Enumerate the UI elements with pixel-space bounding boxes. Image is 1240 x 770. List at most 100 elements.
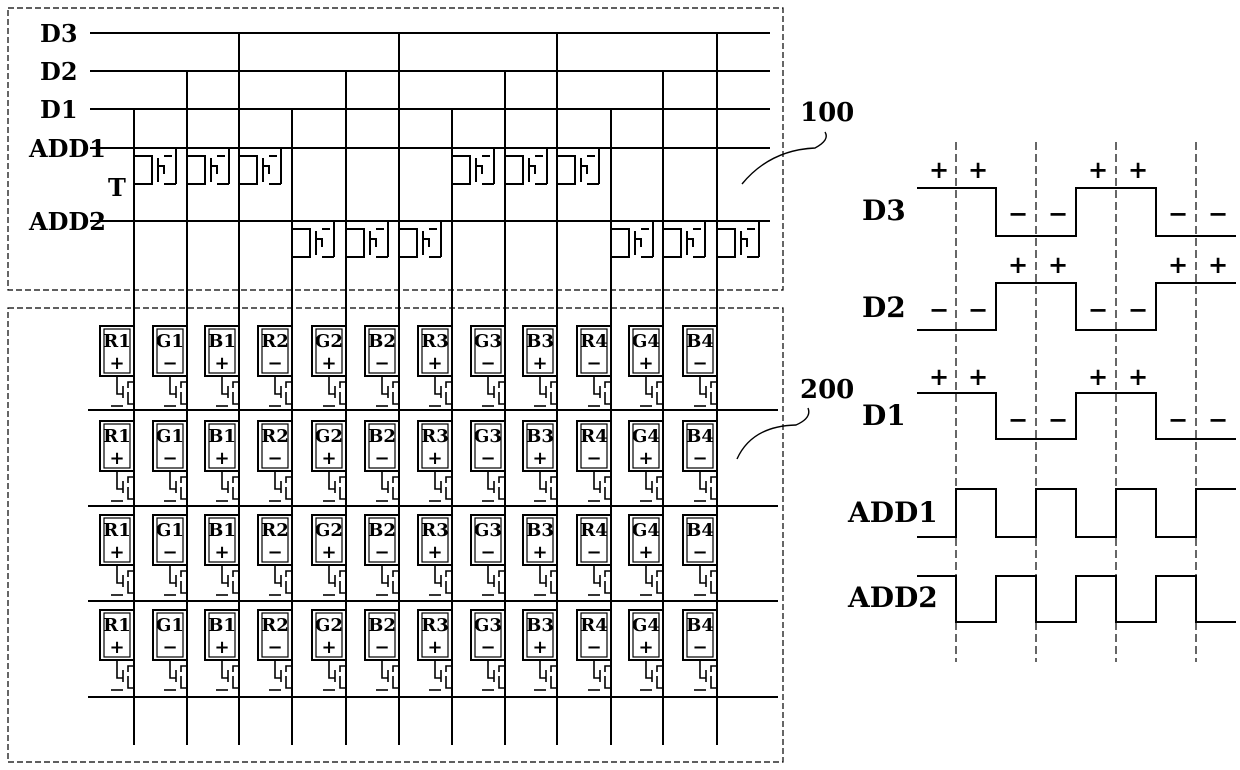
pixel-cell: G1− xyxy=(153,515,187,595)
pixel-tft xyxy=(222,565,239,593)
switch-transistor xyxy=(134,148,176,184)
pixel-name: B2 xyxy=(368,615,396,636)
polarity-mark: + xyxy=(1128,155,1148,184)
polarity-mark: − xyxy=(1048,199,1068,228)
pixel-polarity: + xyxy=(427,448,442,469)
pixel-tft xyxy=(170,471,187,499)
transistor-body xyxy=(239,156,281,184)
pixel-tft xyxy=(700,376,717,404)
pixel-tft xyxy=(329,565,346,593)
polarity-mark: − xyxy=(929,295,949,324)
pixel-cell: G2+ xyxy=(312,515,346,595)
pixel-cell: R4− xyxy=(577,421,611,501)
timing-diagram: D3++−−++−−D2−−++−−++D1++−−++−−ADD1ADD2 xyxy=(847,142,1236,662)
pixel-tft xyxy=(435,376,452,404)
transistor-body xyxy=(663,229,705,257)
pixel-name: G2 xyxy=(315,426,343,447)
bus-label-d1: D1 xyxy=(40,95,78,124)
switch-transistor xyxy=(346,221,388,257)
pixel-cell: R1+ xyxy=(100,515,134,595)
pixel-cell: R1+ xyxy=(100,421,134,501)
pixel-tft xyxy=(540,565,557,593)
pixel-name: B3 xyxy=(526,615,554,636)
pixel-polarity: − xyxy=(692,637,707,658)
polarity-mark: + xyxy=(1208,250,1228,279)
pixel-name: G1 xyxy=(156,520,184,541)
pixel-cell: B3+ xyxy=(523,515,557,595)
pixel-tft xyxy=(170,565,187,593)
signal-label-d1: D1 xyxy=(862,399,906,432)
transistor-body xyxy=(134,156,176,184)
pixel-name: G3 xyxy=(474,426,502,447)
pixel-polarity: + xyxy=(532,637,547,658)
pixel-name: R1 xyxy=(103,520,130,541)
pixel-name: R1 xyxy=(103,331,130,352)
polarity-mark: − xyxy=(1088,295,1108,324)
pixel-tft xyxy=(275,376,292,404)
polarity-mark: + xyxy=(929,362,949,391)
pixel-name: B3 xyxy=(526,331,554,352)
pixel-name: R2 xyxy=(261,426,288,447)
reference-200: 200 xyxy=(800,375,854,405)
transistor-body xyxy=(505,156,547,184)
pixel-name: G2 xyxy=(315,615,343,636)
switch-transistor xyxy=(663,221,705,257)
pixel-cell: R1+ xyxy=(100,610,134,690)
bus-label-d2: D2 xyxy=(40,57,78,86)
transistor-body xyxy=(717,229,759,257)
pixel-tft xyxy=(594,471,611,499)
pixel-polarity: + xyxy=(321,353,336,374)
pixel-name: R1 xyxy=(103,615,130,636)
pixel-cell: R3+ xyxy=(418,421,452,501)
pixel-name: R3 xyxy=(421,331,448,352)
transistor-body xyxy=(452,156,494,184)
pixel-tft xyxy=(170,660,187,688)
pixel-tft xyxy=(488,471,505,499)
pixel-polarity: + xyxy=(109,448,124,469)
pixel-polarity: + xyxy=(638,542,653,563)
polarity-mark: + xyxy=(1168,250,1188,279)
pixel-name: G3 xyxy=(474,615,502,636)
pixel-cell: R4− xyxy=(577,515,611,595)
pixel-tft xyxy=(329,376,346,404)
transistor-body xyxy=(187,156,229,184)
pixel-tft xyxy=(646,471,663,499)
waveform-d2 xyxy=(917,283,1236,330)
pixel-polarity: + xyxy=(214,637,229,658)
pixel-cell: R3+ xyxy=(418,326,452,406)
pixel-name: G2 xyxy=(315,520,343,541)
signal-label-add1: ADD1 xyxy=(847,496,938,529)
pixel-name: B1 xyxy=(208,615,236,636)
pixel-cell: G3− xyxy=(471,421,505,501)
pixel-name: R1 xyxy=(103,426,130,447)
pixel-name: B3 xyxy=(526,520,554,541)
pixel-tft xyxy=(117,660,134,688)
pixel-name: R4 xyxy=(580,615,607,636)
pixel-polarity: − xyxy=(267,353,282,374)
switch-transistor xyxy=(292,221,334,257)
pixel-name: B4 xyxy=(686,520,714,541)
pixel-cell: B3+ xyxy=(523,610,557,690)
pixel-name: B3 xyxy=(526,426,554,447)
pixel-cell: B3+ xyxy=(523,326,557,406)
pixel-tft xyxy=(488,660,505,688)
pixel-cell: B1+ xyxy=(205,421,239,501)
pixel-cell: R2− xyxy=(258,515,292,595)
circuit: D3D2D1ADD1ADD2T100200R1+G1−B1+R2−G2+B2−R… xyxy=(8,8,854,762)
polarity-mark: + xyxy=(1008,250,1028,279)
pixel-name: G4 xyxy=(632,520,660,541)
leader-100 xyxy=(742,132,826,184)
pixel-cell: B4− xyxy=(683,421,717,501)
waveform-add1 xyxy=(917,489,1236,537)
pixel-polarity: + xyxy=(109,542,124,563)
pixel-tft xyxy=(222,376,239,404)
pixel-name: B2 xyxy=(368,331,396,352)
pixel-tft xyxy=(646,565,663,593)
pixel-tft xyxy=(117,565,134,593)
pixel-cell: B3+ xyxy=(523,421,557,501)
signal-label-d2: D2 xyxy=(862,291,906,324)
pixel-polarity: − xyxy=(586,542,601,563)
transistor-label-t: T xyxy=(108,173,126,202)
pixel-name: B1 xyxy=(208,520,236,541)
